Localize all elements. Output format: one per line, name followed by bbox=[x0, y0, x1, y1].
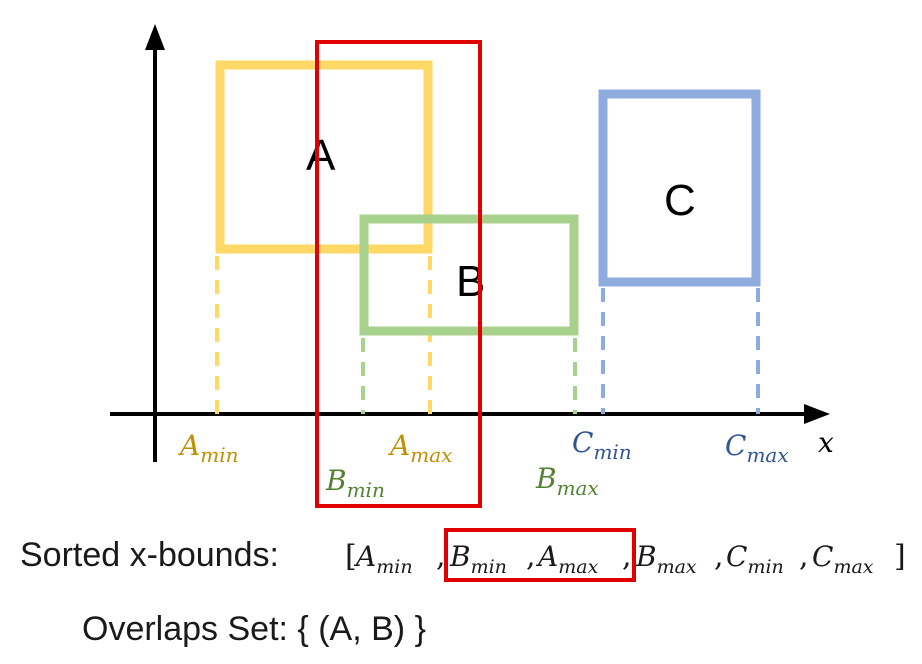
box-a-label: A bbox=[306, 131, 336, 180]
sorted-bounds-open-bracket: [ bbox=[345, 539, 357, 574]
sorted-bounds-separator: , bbox=[436, 539, 446, 574]
c-max-label: Cmax bbox=[725, 429, 789, 467]
sorted-bound-item: Bmax bbox=[635, 540, 697, 578]
box-c bbox=[598, 89, 761, 287]
overlaps-set-text: Overlaps Set: { (A, B) } bbox=[82, 610, 426, 648]
x-axis-arrowhead bbox=[804, 404, 830, 424]
sorted-bound-item: Bmin bbox=[449, 540, 507, 578]
sorted-bounds-caption: Sorted x-bounds: bbox=[20, 536, 279, 574]
sorted-bound-item: Amin bbox=[353, 540, 413, 578]
b-min-label: Bmin bbox=[325, 464, 385, 502]
sorted-bounds-separator: , bbox=[714, 539, 724, 574]
c-min-label: Cmin bbox=[572, 426, 632, 464]
sorted-bounds-separator: , bbox=[622, 539, 632, 574]
x-axis-label: x bbox=[818, 426, 834, 459]
sorted-bound-item: Amax bbox=[535, 540, 599, 578]
sorted-bounds-list: [ Amin , Bmin , Amax , Bmax , Cmin , Cma… bbox=[345, 539, 906, 578]
sorted-bounds-separator: , bbox=[526, 539, 536, 574]
sorted-bounds-close-bracket: ] bbox=[894, 539, 906, 574]
sorted-bounds-separator: , bbox=[799, 539, 809, 574]
box-a bbox=[215, 60, 433, 254]
a-min-label: Amin bbox=[177, 429, 238, 467]
overlap-highlight-region bbox=[315, 40, 482, 508]
box-b bbox=[359, 214, 579, 336]
axes: x bbox=[110, 24, 834, 462]
b-max-label: Bmax bbox=[535, 462, 599, 500]
overlap-highlight-in-list bbox=[444, 528, 636, 582]
a-max-label: Amax bbox=[387, 429, 452, 467]
sorted-bound-item: Cmin bbox=[726, 540, 784, 578]
y-axis-arrowhead bbox=[145, 24, 165, 50]
box-c-label: C bbox=[664, 176, 696, 225]
projection-lines bbox=[215, 256, 760, 414]
sorted-bound-item: Cmax bbox=[812, 540, 874, 578]
